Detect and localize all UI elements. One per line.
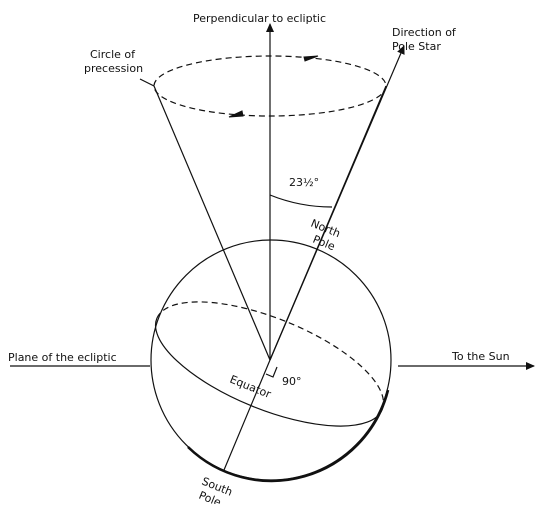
precession-leader [139, 78, 155, 87]
right-angle-label: 90° [282, 375, 302, 388]
pole-star-label-2: Pole Star [392, 40, 441, 53]
tilt-angle-label: 23½° [289, 176, 319, 189]
precession-arrow-top [303, 55, 319, 62]
equator-back [156, 301, 385, 411]
sphere-shadow-edge [187, 389, 390, 483]
cone-right-edge [269, 85, 387, 361]
equator-label: Equator [228, 373, 273, 401]
precession-circle [153, 55, 387, 117]
tilt-arc [269, 194, 333, 208]
pole-star-label-1: Direction of [392, 26, 457, 39]
ecliptic-plane-label: Plane of the ecliptic [8, 351, 117, 364]
south-axis [223, 359, 271, 471]
equator-front [154, 317, 383, 427]
perpendicular-label: Perpendicular to ecliptic [193, 12, 326, 25]
cone-left-edge [153, 85, 271, 361]
circle-of-precession-label-2: precession [84, 62, 143, 75]
circle-of-precession-label-1: Circle of [90, 48, 136, 61]
earth-sphere [150, 239, 392, 481]
right-angle-mark [265, 366, 278, 378]
to-sun-label: To the Sun [451, 350, 510, 363]
precession-arrow-bottom [228, 110, 244, 118]
